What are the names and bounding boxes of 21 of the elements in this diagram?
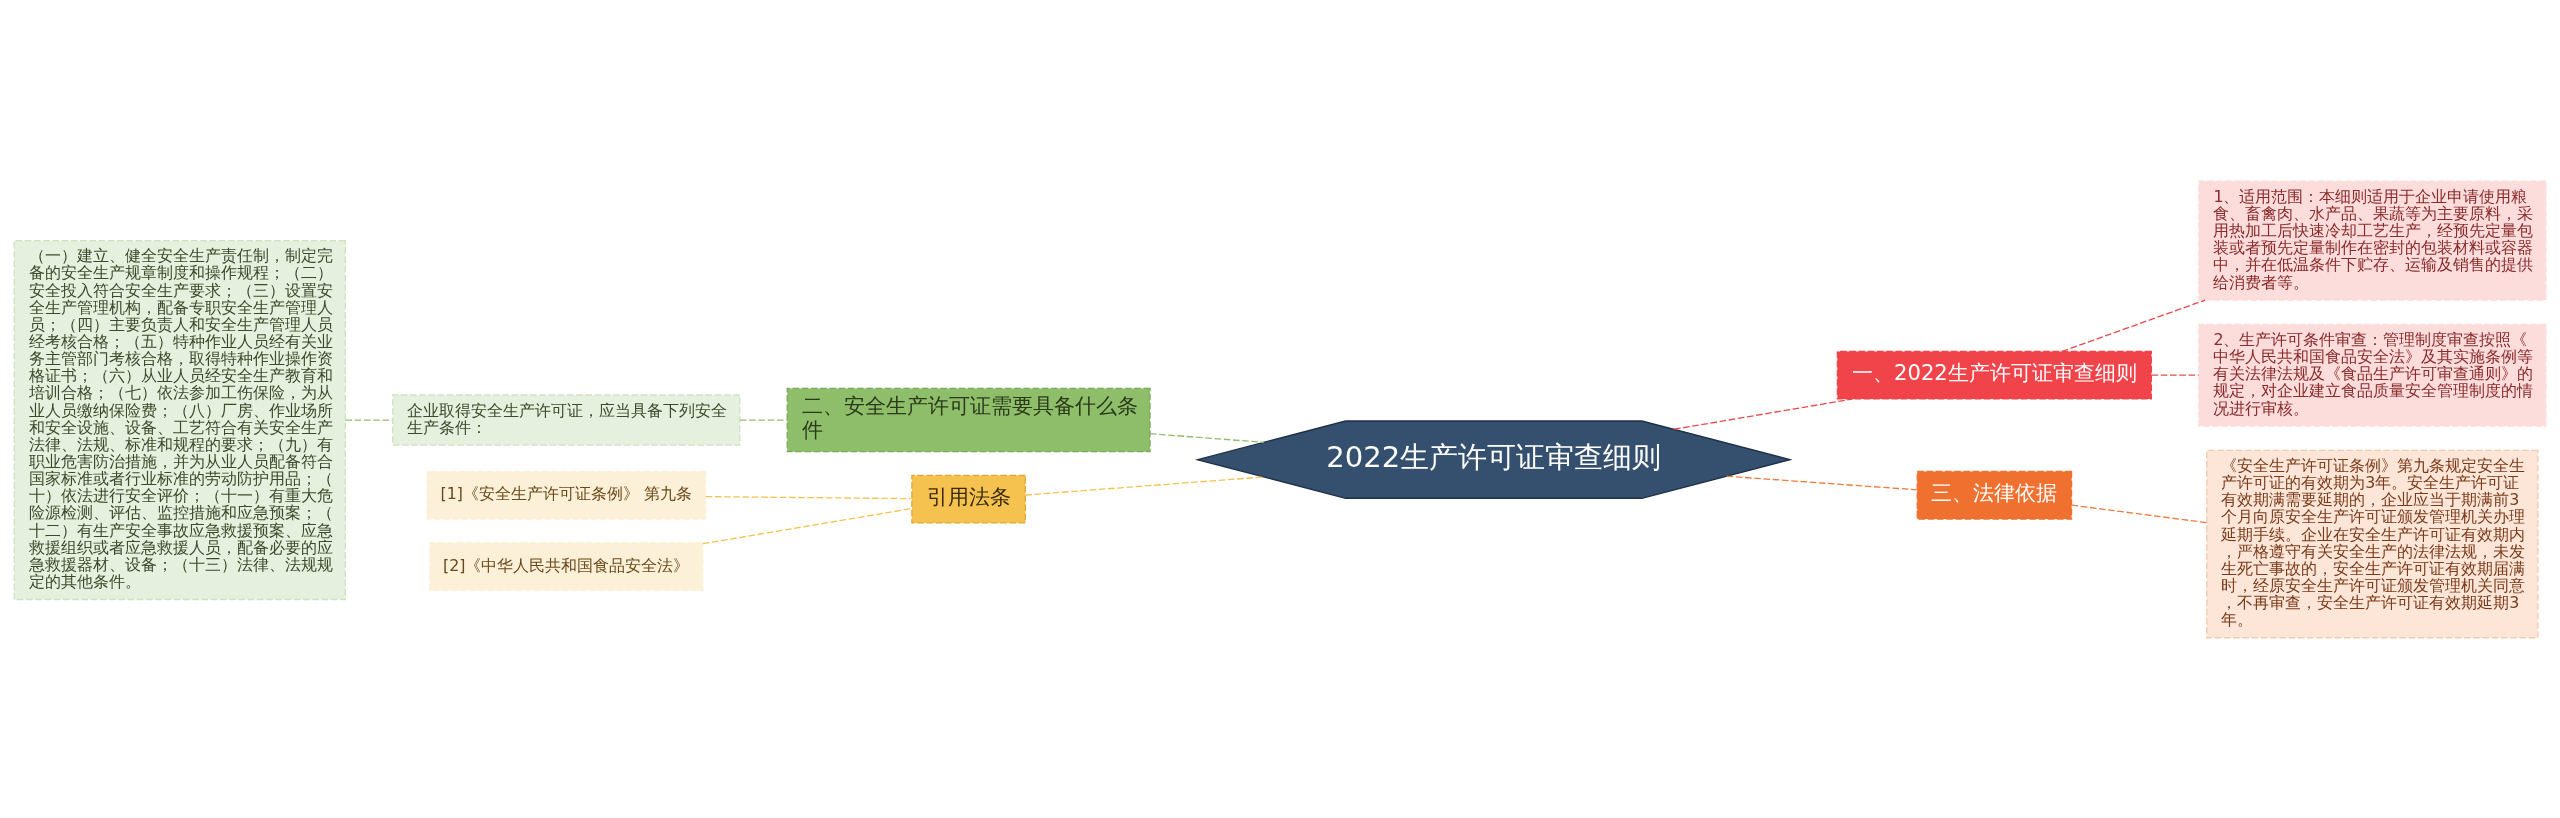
- node-box: 二、安全生产许可证需要具备什么条件: [786, 387, 1151, 452]
- connector: [1725, 475, 1918, 490]
- connector: [2071, 503, 2208, 523]
- node-box: 一、2022生产许可证审查细则: [1836, 350, 2153, 400]
- node-box: 2、生产许可条件审查：管理制度审查按照《中华人民共和国食品安全法》及其实施条例等有关法律法规及《食品生产许可审查通则》的规定，对企业建立食品质量安全管理制度的情况进行审核。: [2198, 323, 2547, 427]
- connector: [1673, 397, 1854, 430]
- node-box: [2]《中华人民共和国食品安全法》: [429, 541, 704, 591]
- node-box: 《安全生产许可证条例》第九条规定安全生产许可证的有效期为3年。安全生产许可证有效期满需要延期的，企业应当于期满前3个月向原安全生产许可证颁发管理机关办理延期手续。企业在安全生产许可证有效期内，严格遵守有关安全生产的法律法规，未发生死亡事故的，安全生产许可证有效期届满时，经原安全生产许可证颁发管理机关同意，不再审查，安全生产许可证有效期延期3年。: [2206, 449, 2539, 638]
- connector: [2061, 298, 2206, 352]
- node-box: （一）建立、健全安全生产责任制，制定完备的安全生产规章制度和操作规程；（二）安全投入符合安全生产要求；（三）设置安全生产管理机构，配备专职安全生产管理人员；（四）主要负责人和安全生产管理人员经考核合格；（五）特种作业人员经有关业务主管部门考核合格，取得特种作业操作资格证书；（六）从业人员经安全生产教育和培训合格；（七）依法参加工伤保险，为从业人员缴纳保险费；（八）厂房、作业场所和安全设施、设备、工艺符合有关安全生产法律、法规、标准和规程的要求；（九）有职业危害防治措施，并为从业人员配备符合国家标准或者行业标准的劳动防护用品；（十）依法进行安全评价；（十一）有重大危险源检测、评估、监控措施和应急预案；（十二）有生产安全事故应急救援预案、应急救援组织或者应急救援人员，配备必要的应急救援器材、设备；（十三）法律、法规规定的其他条件。: [13, 239, 346, 600]
- node-box: 三、法律依据: [1916, 470, 2073, 520]
- node-box: [1]《安全生产许可证条例》 第九条: [426, 470, 707, 520]
- node-box: 引用法条: [911, 474, 1026, 524]
- connector: [1024, 475, 1264, 496]
- node-box: 企业取得安全生产许可证，应当具备下列安全生产条件：: [392, 393, 741, 446]
- node-box: 1、适用范围：本细则适用于企业申请使用粮食、畜禽肉、水产品、果蔬等为主要原料，采用热加工后快速冷却工艺生产，经预先定量包装或者预先定量制作在密封的包装材料或容器中，并在低温条件下贮存、运输及销售的提供给消费者等。: [2198, 180, 2547, 301]
- connector: [2150, 374, 2200, 376]
- connector: [702, 507, 913, 544]
- connector: [739, 418, 788, 421]
- connector: [1149, 432, 1265, 443]
- connector: [705, 495, 913, 499]
